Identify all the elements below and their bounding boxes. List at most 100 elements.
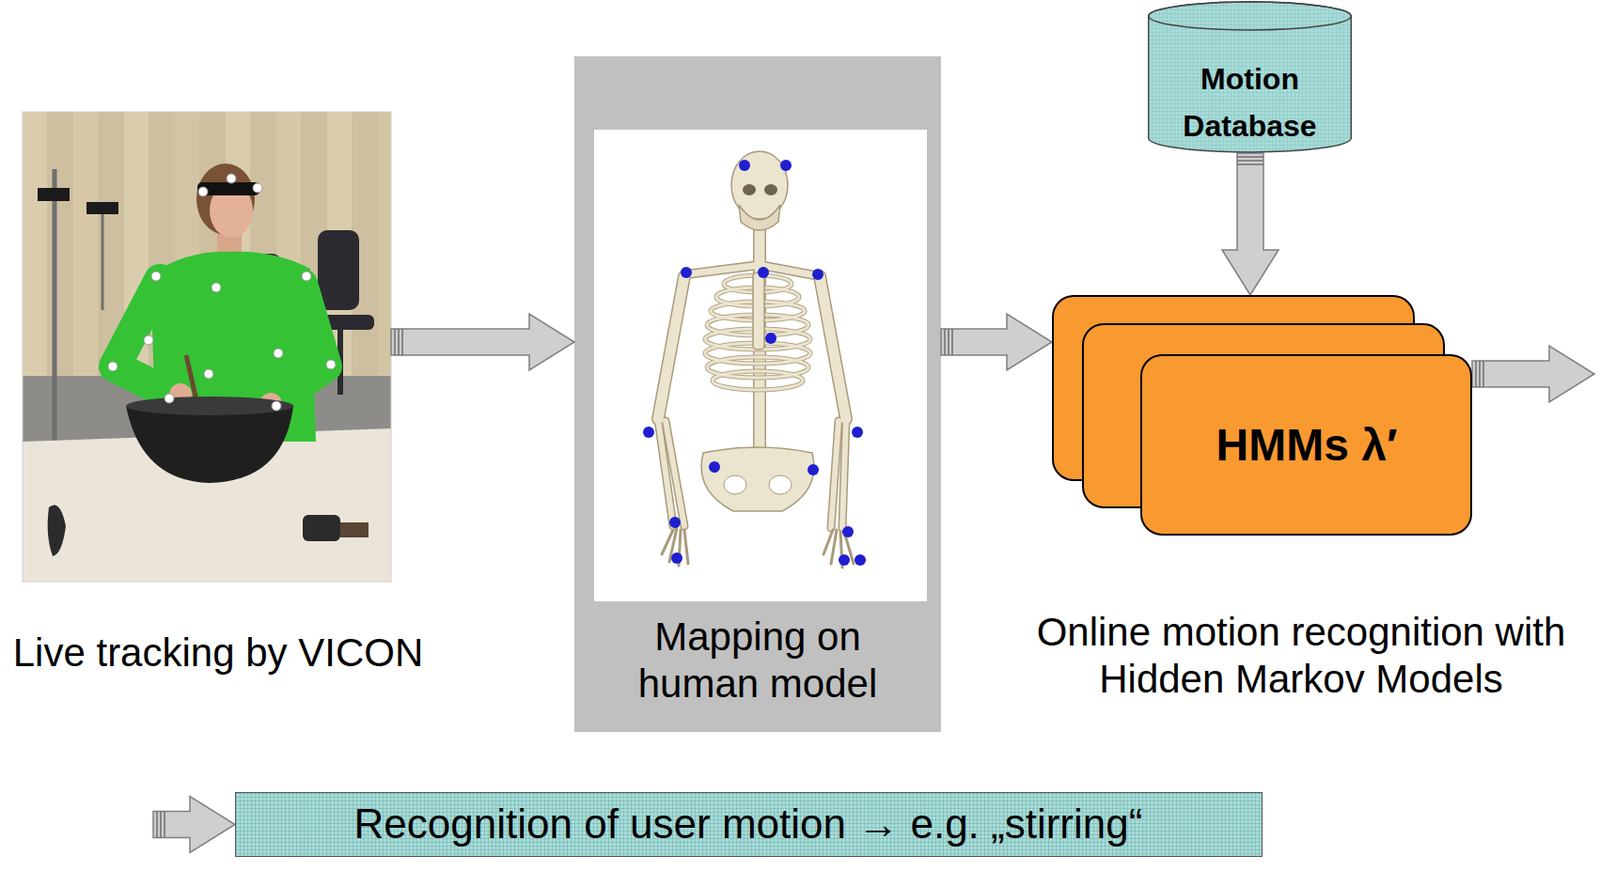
skeleton-frame (594, 129, 927, 602)
tracking-photo (302, 515, 341, 542)
tracking-photo (101, 214, 105, 311)
skeleton-figure (658, 218, 847, 529)
skeleton-figure (742, 184, 756, 196)
tracking-photo (114, 280, 175, 397)
skeleton-figure (701, 447, 815, 512)
skeleton-figure (842, 419, 847, 529)
block-arrow (941, 313, 1052, 371)
skeleton-figure (684, 530, 689, 565)
person (114, 163, 328, 442)
tracking-photo (52, 169, 58, 442)
photo-border (22, 111, 392, 582)
database-cylinder: Motion Database (1147, 1, 1352, 154)
tracking-photo (211, 282, 221, 293)
skeleton-figure (661, 530, 674, 555)
skeleton-figure (842, 526, 854, 538)
tracking-photo (340, 522, 369, 538)
arrow-body (153, 345, 1595, 854)
skeleton-figure (823, 530, 833, 555)
tracking-photo (226, 173, 236, 184)
block-arrow (153, 345, 1595, 854)
skeleton-figure (658, 276, 685, 420)
skeleton-figure (851, 426, 863, 439)
skeleton-figure (661, 528, 854, 568)
skeleton-figure (665, 421, 685, 527)
tracking-photo (326, 360, 336, 370)
result-text: Recognition of user motion → e.g. „stirr… (354, 793, 1144, 856)
tracking-photo (73, 111, 98, 385)
tracking-photo (274, 283, 328, 405)
tracking-photo (317, 230, 360, 311)
model-card (1141, 355, 1472, 535)
skeleton-figure (671, 552, 683, 565)
card-stack-shape (1051, 295, 1473, 536)
result-box: Recognition of user motion → e.g. „stirr… (235, 792, 1263, 858)
tracking-photo (252, 183, 263, 193)
arrow-body (1222, 153, 1279, 296)
panel-caption: Mapping on human model (607, 613, 909, 709)
skeleton-figure (712, 371, 803, 391)
skeleton-figure (658, 276, 685, 420)
block-arrow (1222, 153, 1279, 296)
tracking-photo (197, 182, 260, 196)
skeleton-figure (643, 426, 655, 439)
arrow-tail-stripes (394, 329, 403, 356)
skeleton-figure (757, 266, 769, 279)
panel-ground (574, 56, 942, 733)
hmm-stack: HMMs λ′Online motion recognition with Hi… (1051, 295, 1473, 536)
vicon-markers (108, 173, 336, 411)
tracking-photo (198, 187, 208, 197)
mapping-panel: Mapping on human model (574, 56, 942, 733)
arrow-body (941, 313, 1052, 371)
skeleton-figure (708, 461, 721, 473)
skeleton-figure (780, 159, 792, 172)
skeleton-figure (738, 204, 781, 231)
skeleton-figure (738, 159, 751, 172)
skeleton-figure (686, 265, 760, 275)
skeleton-figure (669, 517, 681, 529)
arrow-tail-stripes (1237, 156, 1264, 165)
tracking-photo (164, 393, 174, 404)
mixing-bowl (125, 396, 294, 484)
marker-dots (643, 159, 866, 566)
skeleton-figure (765, 332, 777, 345)
tracking-photo (22, 111, 392, 582)
floor (22, 376, 392, 582)
skeleton-figure (819, 276, 847, 420)
tracking-photo (86, 202, 119, 215)
tracking-photo (22, 111, 392, 582)
skeleton-figure (842, 419, 847, 529)
table-utensils (47, 505, 369, 558)
skeleton-figure (838, 554, 850, 566)
tracking-photo (108, 361, 118, 372)
skeleton-figure (658, 218, 847, 529)
skeleton-figure (819, 276, 847, 420)
tracking-photo (377, 111, 392, 385)
skeleton-figure (807, 464, 819, 476)
photo-frame: Live tracking by VICON (22, 111, 392, 582)
tracking-photo (203, 369, 214, 379)
hmm-label: HMMs λ′ (1141, 355, 1473, 536)
skeleton-figure (686, 265, 760, 275)
tracking-photo (37, 188, 70, 202)
tracking-photo (301, 271, 312, 282)
hmm-caption: Online motion recognition with Hidden Ma… (1019, 609, 1584, 705)
skeleton-figure (752, 272, 765, 350)
cylinder-body (1148, 1, 1352, 153)
tracking-photo (273, 348, 283, 359)
tracking-photo (151, 271, 161, 282)
skeleton-figure (764, 184, 778, 196)
skeleton-figure (680, 266, 692, 279)
skeleton-figure (854, 554, 866, 566)
tracking-photo (22, 111, 48, 385)
skeleton-figure (768, 475, 792, 495)
skeleton-figure (831, 421, 839, 529)
skeleton-figure (712, 371, 803, 391)
tracking-photo (125, 396, 294, 416)
tracking-photo (125, 406, 294, 484)
skeleton-figure (643, 151, 866, 568)
tracking-photo (143, 335, 154, 346)
skeleton-figure (812, 268, 824, 281)
